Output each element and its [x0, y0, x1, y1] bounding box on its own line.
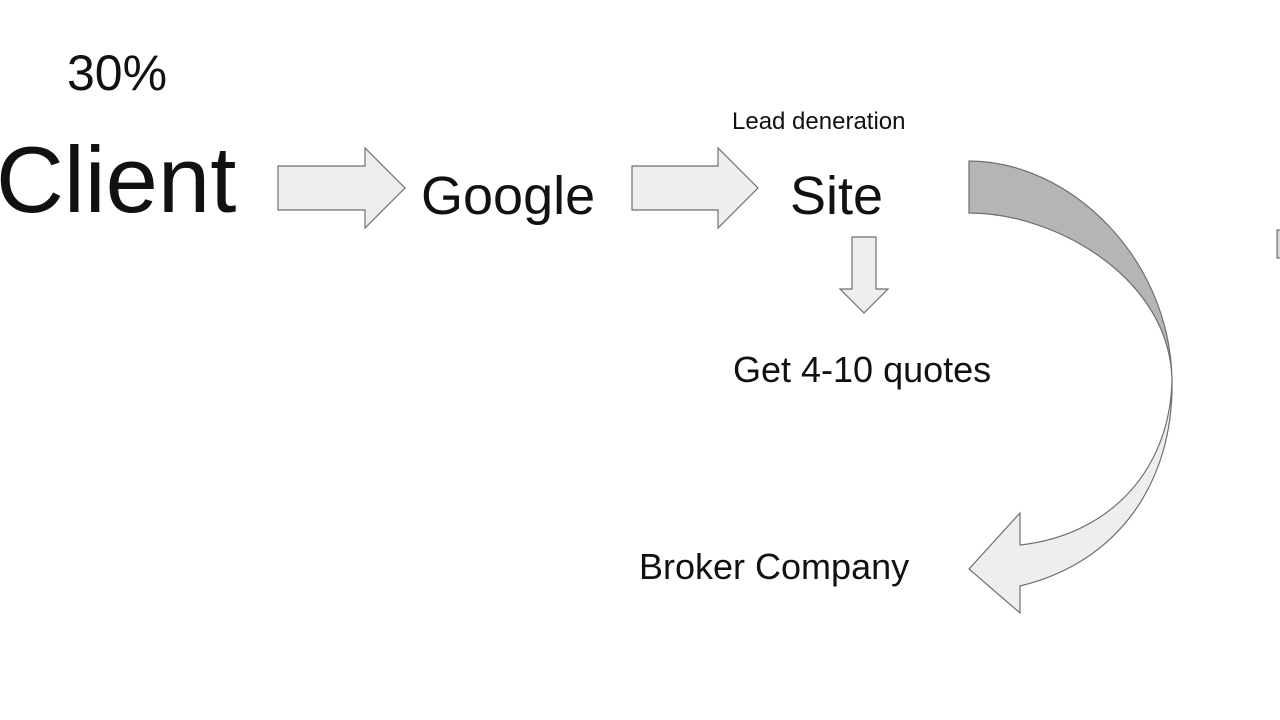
google-node: Google [421, 166, 596, 226]
lead-generation-annotation: Lead deneration [732, 108, 906, 135]
broker-company-node: Broker Company [639, 546, 910, 587]
arrow-google-to-site [631, 146, 759, 230]
curved-arrow-back [968, 160, 1173, 381]
client-node: Client [0, 127, 237, 232]
curved-arrow-site-to-broker [968, 379, 1173, 615]
percentage-label: 30% [67, 45, 168, 101]
quotes-node: Get 4-10 quotes [733, 349, 992, 390]
arrow-site-to-quotes [838, 236, 890, 314]
arrow-client-to-google [277, 146, 406, 230]
site-node: Site [790, 166, 884, 226]
